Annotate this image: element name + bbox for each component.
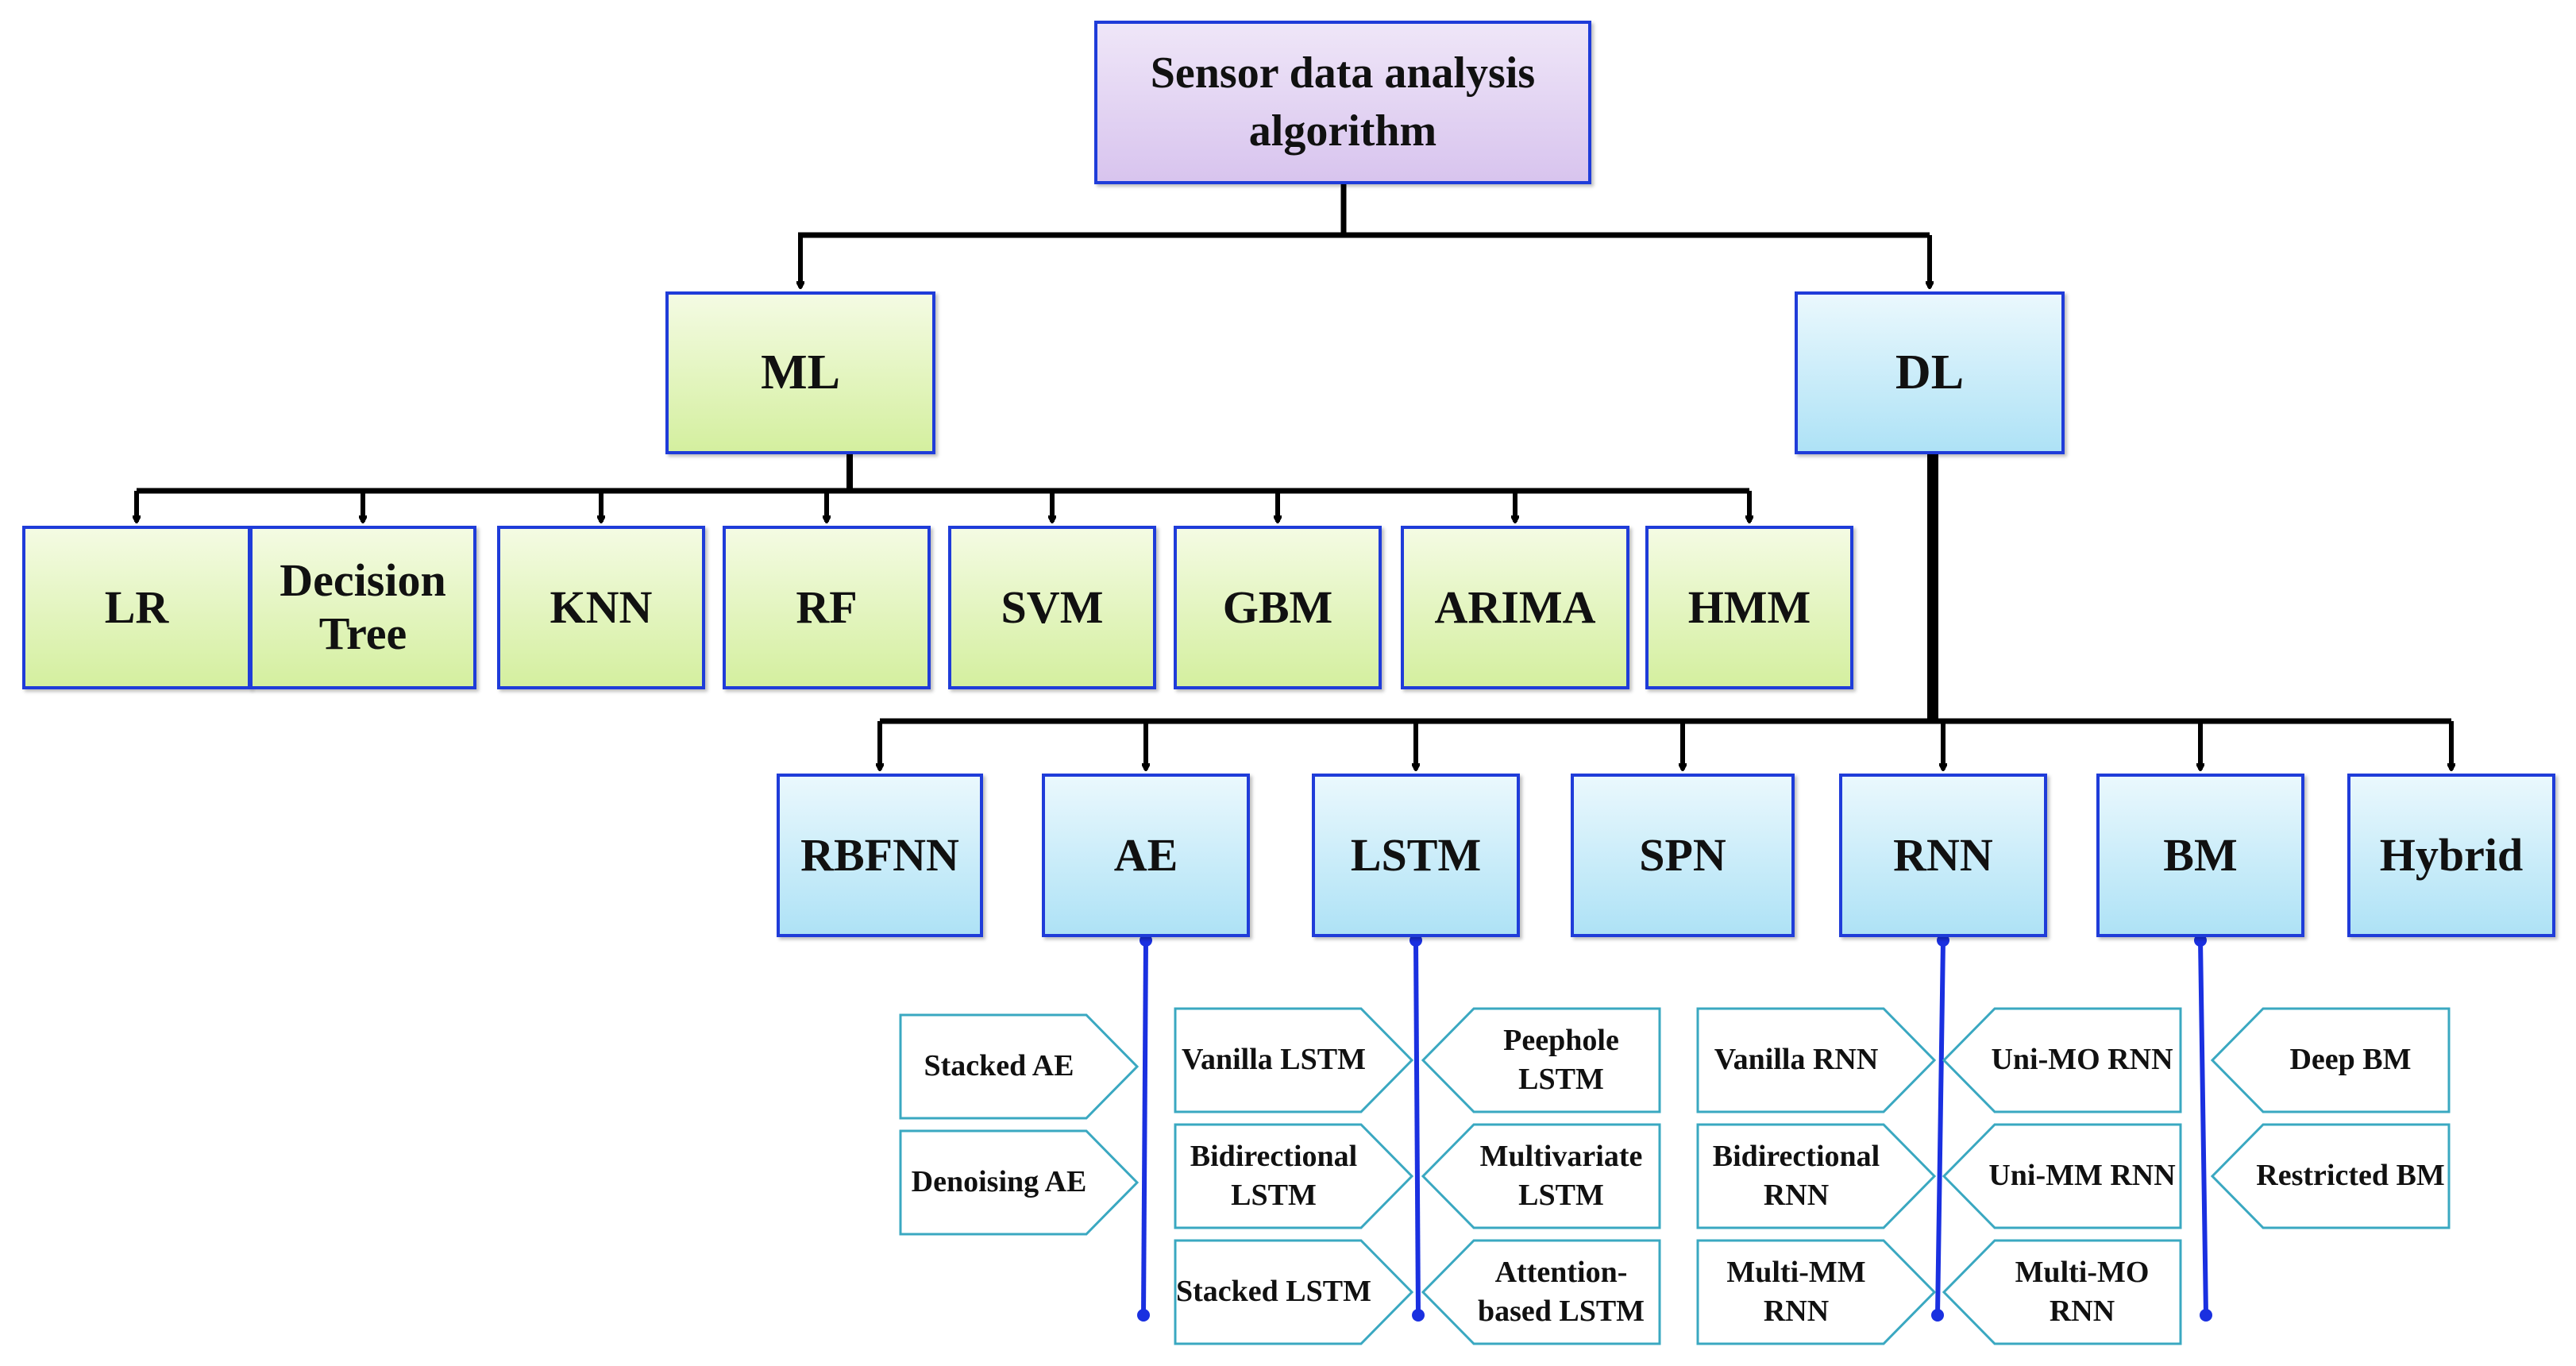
dl-method-label: RBFNN — [800, 828, 959, 881]
dl-method-label: SPN — [1639, 828, 1726, 881]
leaf-label: Bidirectional LSTM — [1190, 1139, 1358, 1212]
leaf-denoising-ae: Denoising AE — [899, 1129, 1139, 1236]
leaf-bidirectional-lstm: Bidirectional LSTM — [1174, 1123, 1413, 1229]
lstm-branch-dot — [1412, 1309, 1425, 1322]
leaf-attention-based-lstm: Attention-based LSTM — [1421, 1239, 1661, 1345]
leaf-label: Deep BM — [2289, 1043, 2412, 1077]
leaf-restricted-bm: Restricted BM — [2211, 1123, 2451, 1229]
leaf-label: Multi-MM RNN — [1726, 1255, 1866, 1328]
leaf-vanilla-lstm: Vanilla LSTM — [1174, 1007, 1413, 1113]
leaf-shape — [2211, 1007, 2451, 1113]
leaf-peephole-lstm: Peephole LSTM — [1421, 1007, 1661, 1113]
dl-label: DL — [1895, 345, 1965, 399]
dl-method-label: AE — [1113, 828, 1178, 881]
rnn-branch-dot — [1937, 934, 1949, 947]
leaf-label: Stacked AE — [924, 1049, 1074, 1083]
dl-method-label: LSTM — [1350, 828, 1482, 881]
leaf-stacked-lstm: Stacked LSTM — [1174, 1239, 1413, 1345]
ml-method-label: SVM — [1001, 581, 1104, 633]
root-node: Sensor data analysis algorithm — [1094, 21, 1591, 184]
ml-method-label: Decision Tree — [280, 554, 446, 659]
ml-method-decision-tree: Decision Tree — [249, 526, 476, 689]
ml-method-hmm: HMM — [1645, 526, 1853, 689]
leaf-label: Attention-based LSTM — [1477, 1255, 1645, 1328]
bm-branch-dot — [2200, 1309, 2212, 1322]
leaf-shape — [1942, 1007, 2182, 1113]
leaf-shape — [1942, 1239, 2182, 1345]
ml-method-label: KNN — [550, 581, 653, 633]
ml-node: ML — [665, 291, 935, 454]
ae-branch-dot — [1140, 934, 1152, 947]
leaf-multi-mm-rnn: Multi-MM RNN — [1696, 1239, 1936, 1345]
rnn-branch-line — [1935, 940, 1945, 1316]
leaf-label: Uni-MM RNN — [1988, 1159, 2176, 1193]
dl-method-spn: SPN — [1571, 774, 1795, 937]
ae-branch-line — [1141, 940, 1148, 1316]
leaf-shape — [899, 1129, 1139, 1236]
dl-method-rnn: RNN — [1839, 774, 2047, 937]
ml-method-label: ARIMA — [1434, 581, 1596, 633]
dl-method-label: BM — [2163, 828, 2238, 881]
leaf-shape — [1696, 1123, 1936, 1229]
leaf-label: Denoising AE — [911, 1165, 1087, 1199]
dl-method-label: RNN — [1893, 828, 1993, 881]
ml-method-svm: SVM — [948, 526, 1156, 689]
bm-branch-dot — [2194, 934, 2207, 947]
leaf-shape — [1421, 1123, 1661, 1229]
lstm-branch-dot — [1409, 934, 1422, 947]
leaf-label: Multivariate LSTM — [1479, 1139, 1643, 1212]
leaf-shape — [1421, 1239, 1661, 1345]
leaf-shape — [1942, 1123, 2182, 1229]
dl-method-lstm: LSTM — [1312, 774, 1520, 937]
leaf-shape — [1174, 1239, 1413, 1345]
ae-branch-dot — [1137, 1309, 1150, 1322]
leaf-label: Bidirectional RNN — [1712, 1139, 1880, 1212]
leaf-label: Vanilla RNN — [1714, 1043, 1879, 1077]
leaf-label: Multi-MO RNN — [2015, 1255, 2150, 1328]
ml-label: ML — [761, 345, 840, 399]
leaf-shape — [2211, 1123, 2451, 1229]
lstm-branch-line — [1413, 940, 1421, 1316]
leaf-shape — [1174, 1123, 1413, 1229]
dl-method-rbfnn: RBFNN — [777, 774, 983, 937]
leaf-multivariate-lstm: Multivariate LSTM — [1421, 1123, 1661, 1229]
leaf-label: Uni-MO RNN — [1991, 1043, 2173, 1077]
leaf-shape — [899, 1013, 1139, 1120]
leaf-stacked-ae: Stacked AE — [899, 1013, 1139, 1120]
leaf-shape — [1174, 1007, 1413, 1113]
rnn-branch-dot — [1931, 1309, 1944, 1322]
dl-method-label: Hybrid — [2379, 828, 2524, 881]
ml-method-label: RF — [796, 581, 858, 633]
ml-method-knn: KNN — [497, 526, 705, 689]
ml-method-label: LR — [104, 581, 169, 633]
ml-method-lr: LR — [22, 526, 251, 689]
leaf-shape — [1696, 1007, 1936, 1113]
ml-method-rf: RF — [723, 526, 931, 689]
leaf-uni-mm-rnn: Uni-MM RNN — [1942, 1123, 2182, 1229]
dl-method-hybrid: Hybrid — [2347, 774, 2555, 937]
leaf-label: Vanilla LSTM — [1182, 1043, 1366, 1077]
ml-method-arima: ARIMA — [1401, 526, 1629, 689]
leaf-label: Stacked LSTM — [1176, 1275, 1371, 1309]
leaf-label: Restricted BM — [2256, 1159, 2445, 1193]
leaf-deep-bm: Deep BM — [2211, 1007, 2451, 1113]
leaf-shape — [1421, 1007, 1661, 1113]
leaf-uni-mo-rnn: Uni-MO RNN — [1942, 1007, 2182, 1113]
ml-method-label: GBM — [1222, 581, 1333, 633]
leaf-vanilla-rnn: Vanilla RNN — [1696, 1007, 1936, 1113]
ml-method-label: HMM — [1687, 581, 1811, 633]
root-label: Sensor data analysis algorithm — [1150, 48, 1536, 156]
dl-method-bm: BM — [2096, 774, 2304, 937]
leaf-label: Peephole LSTM — [1503, 1023, 1619, 1096]
dl-node: DL — [1795, 291, 2065, 454]
leaf-bidirectional-rnn: Bidirectional RNN — [1696, 1123, 1936, 1229]
leaf-multi-mo-rnn: Multi-MO RNN — [1942, 1239, 2182, 1345]
dl-method-ae: AE — [1042, 774, 1250, 937]
leaf-shape — [1696, 1239, 1936, 1345]
bm-branch-line — [2198, 940, 2208, 1316]
ml-method-gbm: GBM — [1174, 526, 1382, 689]
